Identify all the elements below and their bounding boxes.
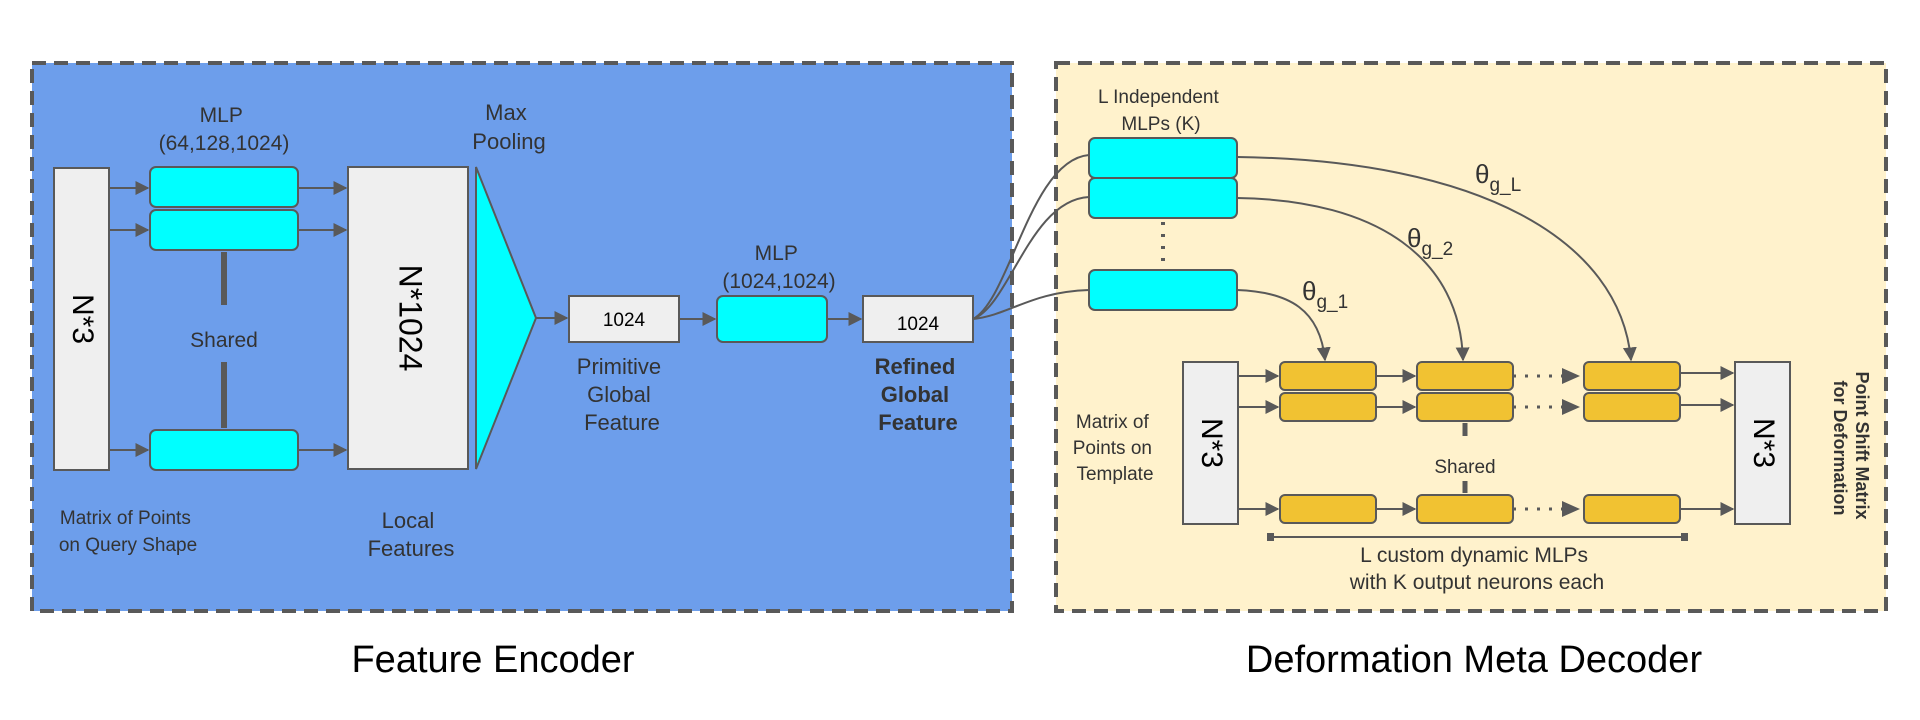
dynamic-mlp-2-bar-1	[1416, 361, 1514, 391]
primitive-caption: Primitive Global Feature	[577, 354, 667, 435]
independent-mlp-bar-2	[1088, 177, 1238, 219]
dynamic-mlp-L-bar-1	[1583, 361, 1681, 391]
independent-mlps-title: L Independent MLPs (K)	[1098, 87, 1224, 135]
input-matrix-box	[53, 167, 110, 471]
max-pooling-triangle	[475, 166, 538, 470]
mlp-bar-2	[149, 209, 299, 251]
link-curve-2	[972, 196, 1090, 320]
dynamic-mlp-1-bar-2	[1279, 392, 1377, 422]
theta-label-3: θg_L	[1475, 159, 1521, 196]
theta-label-1: θg_1	[1302, 276, 1348, 313]
dotted-arrowhead-3	[1562, 501, 1580, 517]
mlp2-title: MLP (1024,1024)	[722, 242, 835, 293]
theta-curve-2	[1236, 197, 1470, 362]
refined-feature-value: 1024	[897, 314, 940, 335]
template-caption: Matrix of Points on Template	[1073, 412, 1158, 485]
local-matrix-box	[347, 166, 469, 470]
theta-curve-1	[1236, 289, 1331, 362]
custom-mlps-caption: L custom dynamic MLPs with K output neur…	[1349, 544, 1605, 594]
theta-label-2: θg_2	[1407, 223, 1453, 260]
dynamic-mlp-2-bar-2	[1416, 392, 1514, 422]
decoder-panel-title: Deformation Meta Decoder	[1246, 639, 1703, 681]
input-caption: Matrix of Points on Query Shape	[59, 508, 197, 556]
link-curve-3	[972, 289, 1090, 320]
mlp-bar-1	[149, 166, 299, 208]
mlp2-bar	[716, 295, 828, 343]
dotted-arrowhead-1	[1562, 368, 1580, 384]
local-matrix-label: N*1024	[393, 265, 429, 372]
independent-mlp-bar-3	[1088, 269, 1238, 311]
mlp-encoder-title: MLP (64,128,1024)	[159, 104, 290, 155]
dynamic-mlp-1-bar-3	[1279, 494, 1377, 524]
refined-caption: Refined Global Feature	[875, 354, 962, 435]
dotted-arrowhead-2	[1562, 399, 1580, 415]
dynamic-mlp-L-bar-3	[1583, 494, 1681, 524]
mlp-bar-3	[149, 429, 299, 471]
shared-label-decoder: Shared	[1434, 457, 1495, 478]
shared-label-encoder: Shared	[190, 329, 258, 352]
max-pooling-label: Max Pooling	[472, 100, 545, 154]
output-caption: Point Shift Matrix for Deformation	[1830, 371, 1872, 524]
output-matrix-label: N*3	[1747, 418, 1780, 468]
local-caption: Local Features	[368, 508, 455, 561]
independent-mlp-bar-1	[1088, 137, 1238, 179]
bracket-end-left	[1267, 533, 1274, 541]
output-matrix-box	[1734, 361, 1791, 525]
dynamic-mlp-1-bar-1	[1279, 361, 1377, 391]
refined-feature-box	[862, 295, 974, 343]
dynamic-mlp-2-bar-3	[1416, 494, 1514, 524]
encoder-panel-title: Feature Encoder	[351, 639, 634, 681]
dynamic-mlp-L-bar-2	[1583, 392, 1681, 422]
bracket-end-right	[1681, 533, 1688, 541]
link-curve-1	[972, 154, 1090, 320]
template-matrix-box	[1182, 361, 1239, 525]
template-matrix-label: N*3	[1195, 418, 1228, 468]
primitive-feature-value: 1024	[603, 310, 646, 331]
input-matrix-label: N*3	[66, 294, 99, 344]
theta-curve-3	[1236, 156, 1637, 362]
